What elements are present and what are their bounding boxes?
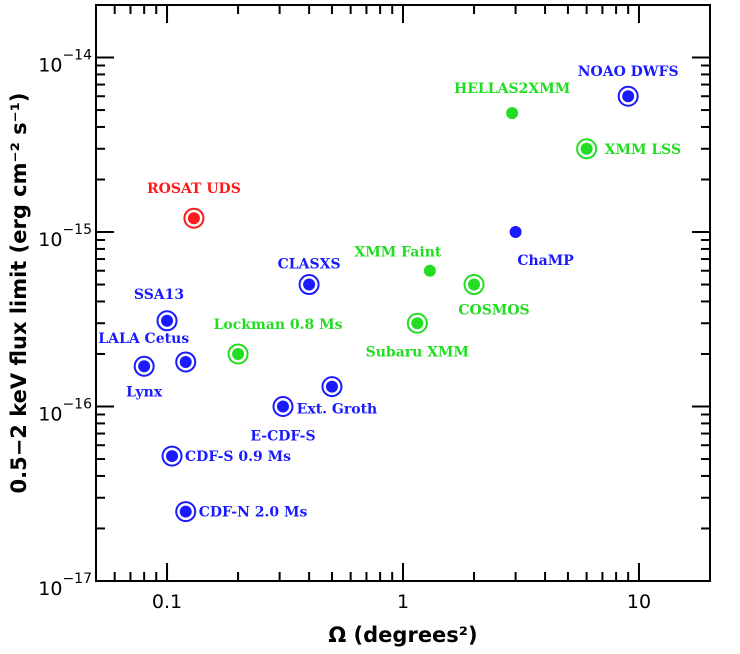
label-lynx: Lynx: [126, 384, 163, 400]
point-champ: [509, 226, 522, 239]
point-dot: [468, 278, 481, 291]
point-cdf-s-0-9-ms: [161, 445, 183, 467]
label-cosmos: COSMOS: [458, 303, 529, 319]
point-ssa13: [156, 310, 178, 332]
point-e-cdf-s: [272, 396, 294, 418]
y-tick-label: 10−14: [38, 48, 92, 77]
label-champ: ChaMP: [517, 253, 574, 269]
point-dot: [179, 355, 192, 368]
label-hellas2xmm: HELLAS2XMM: [454, 81, 570, 97]
point-dot: [411, 317, 424, 330]
plot-frame: [95, 4, 711, 582]
label-subaru-xmm: Subaru XMM: [366, 344, 469, 360]
data-points: [133, 85, 639, 523]
label-lockman-0-8-ms: Lockman 0.8 Ms: [214, 317, 343, 333]
point-cosmos: [463, 274, 485, 296]
label-ssa13: SSA13: [134, 287, 184, 303]
point-dot: [161, 314, 174, 327]
point-clasxs: [298, 274, 320, 296]
label-clasxs: CLASXS: [278, 257, 341, 273]
point-dot: [179, 505, 192, 518]
point-dot: [423, 264, 436, 277]
point-dot: [622, 90, 635, 103]
label-ext-groth: Ext. Groth: [297, 402, 378, 418]
point-ext-groth: [321, 376, 343, 398]
point-dot: [138, 360, 151, 373]
x-tick-label: 0.1: [152, 591, 182, 613]
y-tick-label: 10−15: [38, 222, 92, 251]
point-dot: [506, 107, 519, 120]
label-e-cdf-s: E-CDF-S: [250, 429, 315, 445]
y-tick-label: 10−16: [38, 397, 92, 426]
label-xmm-faint: XMM Faint: [354, 245, 441, 261]
point-dot: [166, 450, 179, 463]
point-cdf-n-2-0-ms: [175, 501, 197, 523]
point-hellas2xmm: [506, 107, 519, 120]
label-cdf-n-2-0-ms: CDF-N 2.0 Ms: [199, 505, 308, 521]
y-tick-label: 10−17: [38, 571, 92, 600]
point-dot: [325, 380, 338, 393]
point-dot: [509, 226, 522, 239]
axis-ticks: [95, 4, 711, 582]
point-dot: [303, 278, 316, 291]
x-axis-title: Ω (degrees²): [328, 623, 477, 647]
label-lala-cetus: LALA Cetus: [98, 331, 189, 347]
point-dot: [276, 400, 289, 413]
x-tick-label: 10: [627, 591, 651, 613]
point-dot: [580, 142, 593, 155]
point-xmm-faint: [423, 264, 436, 277]
point-labels: NOAO DWFS HELLAS2XMM XMM LSS ROSAT UDS ChaMP…: [98, 64, 681, 520]
x-tick-label: 1: [397, 591, 409, 613]
y-axis-title: 0.5−2 keV flux limit (erg cm⁻² s⁻¹): [7, 93, 31, 494]
label-cdf-s-0-9-ms: CDF-S 0.9 Ms: [185, 449, 291, 465]
label-xmm-lss: XMM LSS: [605, 142, 682, 158]
point-xmm-lss: [576, 138, 598, 160]
tick-labels: 0.1 1 10 10−17 10−16 10−15 10−14: [38, 48, 651, 613]
point-noao-dwfs: [617, 85, 639, 107]
point-rosat-uds: [183, 207, 205, 229]
point-dot: [232, 347, 245, 360]
point-subaru-xmm: [406, 312, 428, 334]
point-lala-cetus: [175, 351, 197, 373]
label-rosat-uds: ROSAT UDS: [147, 181, 241, 197]
point-dot: [187, 212, 200, 225]
point-lockman-0-8-ms: [227, 343, 249, 365]
point-lynx: [133, 355, 155, 377]
label-noao-dwfs: NOAO DWFS: [578, 64, 679, 80]
